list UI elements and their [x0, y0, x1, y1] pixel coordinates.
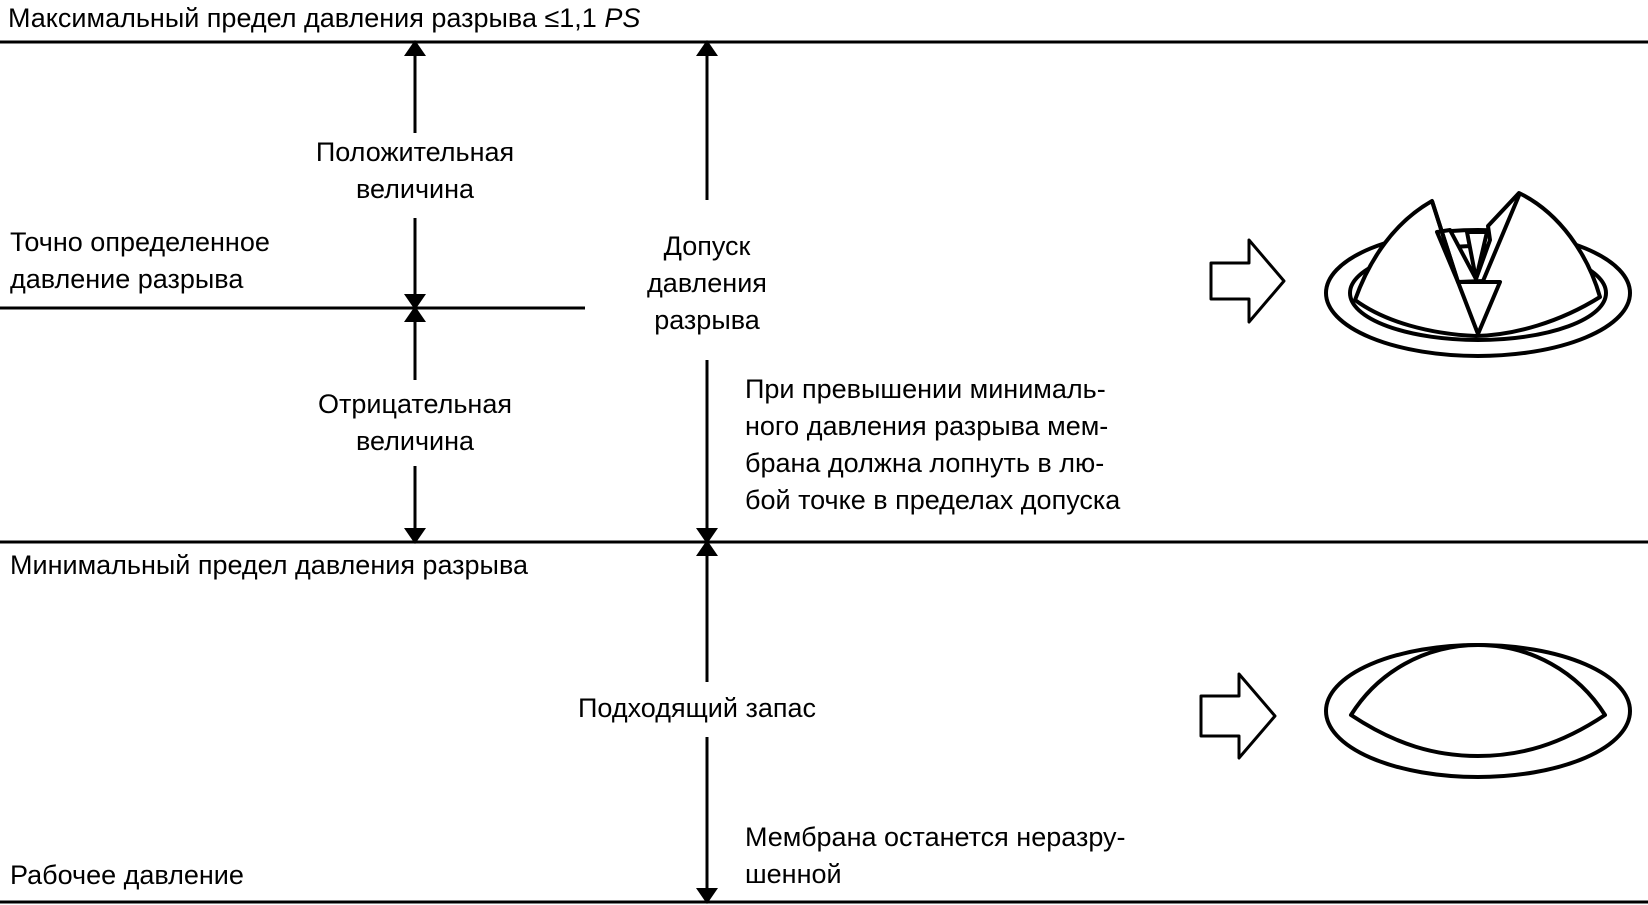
- burst-note-line-2: ного давления разрыва мем-: [745, 411, 1109, 441]
- negative-tolerance-line-1: Отрицательная: [318, 389, 512, 419]
- burst-note-line-4: бой точке в пределах допуска: [745, 485, 1121, 515]
- exact-pressure-label: Точно определенное давление разрыва: [10, 224, 270, 298]
- intact-note-line-2: шенной: [745, 859, 842, 889]
- hollow-arrow-icon: [1199, 672, 1277, 760]
- burst-tolerance-line-2: давления: [647, 268, 767, 298]
- burst-tolerance-label: Допуск давления разрыва: [592, 228, 822, 339]
- max-limit-text: Максимальный предел давления разрыва ≤1,…: [8, 3, 605, 33]
- positive-tolerance-label: Положительная величина: [265, 134, 565, 208]
- margin-label: Подходящий запас: [578, 693, 816, 723]
- burst-note-line-3: брана должна лопнуть в лю-: [745, 448, 1105, 478]
- negative-tolerance-line-2: величина: [355, 426, 475, 456]
- negative-tolerance-label: Отрицательная величина: [265, 386, 565, 460]
- ps-symbol: PS: [604, 3, 641, 33]
- positive-tolerance-line-2: величина: [355, 174, 475, 204]
- intact-note: Мембрана останется неразру- шенной: [745, 819, 1126, 893]
- burst-note-line-1: При превышении минималь-: [745, 374, 1106, 404]
- burst-note: При превышении минималь- ного давления р…: [745, 371, 1120, 519]
- hollow-arrow-icon: [1209, 238, 1286, 324]
- min-limit-label: Минимальный предел давления разрыва: [10, 550, 529, 580]
- burst-tolerance-line-1: Допуск: [663, 231, 751, 261]
- working-pressure-label: Рабочее давление: [10, 860, 244, 890]
- intact-membrane-icon: [1324, 643, 1632, 779]
- intact-note-line-1: Мембрана останется неразру-: [745, 822, 1126, 852]
- burst-tolerance-line-3: разрыва: [654, 305, 760, 335]
- max-limit-label: Максимальный предел давления разрыва ≤1,…: [8, 0, 640, 37]
- exact-pressure-line-1: Точно определенное: [10, 227, 270, 257]
- positive-tolerance-line-1: Положительная: [315, 137, 515, 167]
- exact-pressure-line-2: давление разрыва: [10, 264, 244, 294]
- burst-membrane-icon: [1324, 191, 1632, 358]
